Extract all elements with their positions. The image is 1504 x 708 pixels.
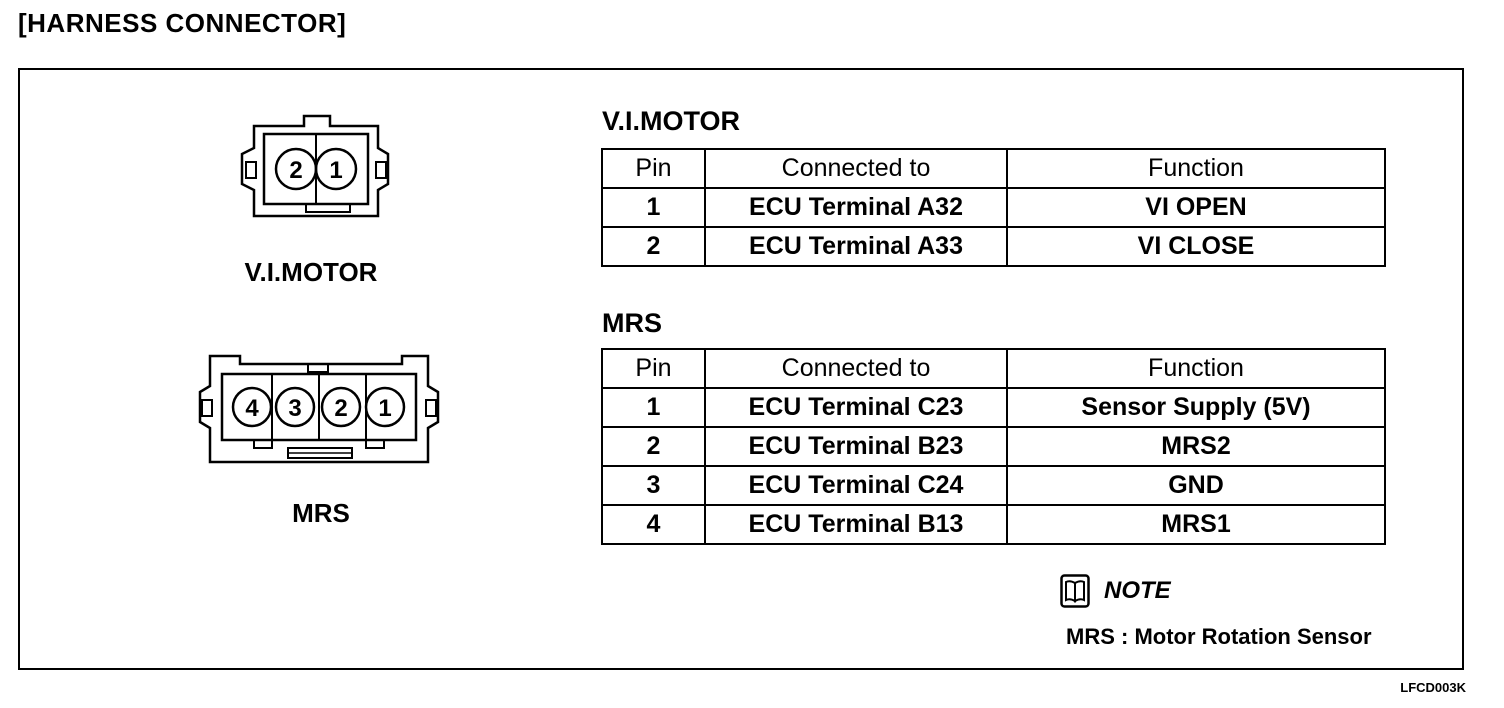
cell-function: GND [1006,465,1386,506]
cell-connected-to: ECU Terminal C23 [704,387,1008,428]
figure-code: LFCD003K [1400,680,1466,695]
mrs-pin-table: Pin Connected to Function 1 ECU Terminal… [601,348,1386,545]
mrs-pin-3-circle [274,386,316,428]
mrs-pin-2-label: 2 [334,395,347,422]
mrs-pin-4-circle [231,386,273,428]
mrs-pin-1-circle [364,386,406,428]
cell-pin: 1 [601,387,706,428]
table-row: 1 ECU Terminal A32 VI OPEN [601,187,1386,228]
vi-motor-connector-label: V.I.MOTOR [244,257,378,287]
diagram-frame [18,68,1464,670]
mrs-pin-4-label: 4 [245,395,259,422]
header-pin: Pin [601,148,706,189]
note-text: MRS : Motor Rotation Sensor [1066,624,1372,649]
mrs-connector-label: MRS [292,498,350,528]
cell-function: MRS1 [1006,504,1386,545]
cell-connected-to: ECU Terminal B13 [704,504,1008,545]
header-function: Function [1006,148,1386,189]
cell-function: MRS2 [1006,426,1386,467]
vi-pin-1-label: 1 [329,157,342,184]
cell-connected-to: ECU Terminal B23 [704,426,1008,467]
table-row: 1 ECU Terminal C23 Sensor Supply (5V) [601,387,1386,428]
mrs-pin-1-label: 1 [378,395,391,422]
table-header-row: Pin Connected to Function [601,348,1386,389]
mrs-connector: 4 3 2 1 [196,350,442,469]
cell-connected-to: ECU Terminal C24 [704,465,1008,506]
mrs-connector-svg: 4 3 2 1 [198,354,440,464]
cell-pin: 2 [601,426,706,467]
note-label: NOTE [1104,577,1171,604]
mrs-table-title: MRS [602,308,662,338]
cell-pin: 1 [601,187,706,228]
cell-connected-to: ECU Terminal A32 [704,187,1008,228]
table-row: 4 ECU Terminal B13 MRS1 [601,504,1386,545]
header-connected-to: Connected to [704,148,1008,189]
header-pin: Pin [601,348,706,389]
book-icon [1060,574,1090,608]
table-row: 3 ECU Terminal C24 GND [601,465,1386,506]
vi-motor-table-title: V.I.MOTOR [602,106,741,136]
vi-motor-pin-table: Pin Connected to Function 1 ECU Terminal… [601,148,1386,267]
cell-pin: 2 [601,226,706,267]
mrs-pin-3-label: 3 [288,395,301,422]
vi-motor-connector-svg: 2 1 [240,114,390,218]
table-row: 2 ECU Terminal B23 MRS2 [601,426,1386,467]
cell-function: Sensor Supply (5V) [1006,387,1386,428]
cell-pin: 3 [601,465,706,506]
cell-pin: 4 [601,504,706,545]
header-function: Function [1006,348,1386,389]
table-row: 2 ECU Terminal A33 VI CLOSE [601,226,1386,267]
cell-connected-to: ECU Terminal A33 [704,226,1008,267]
note: NOTE [1060,574,1171,608]
table-header-row: Pin Connected to Function [601,148,1386,189]
vi-pin-2-label: 2 [289,157,302,184]
vi-pin-1-circle [314,147,358,191]
cell-function: VI OPEN [1006,187,1386,228]
page-title: [HARNESS CONNECTOR] [18,8,347,38]
mrs-pin-2-circle [320,386,362,428]
header-connected-to: Connected to [704,348,1008,389]
vi-motor-connector: 2 1 [236,112,396,229]
cell-function: VI CLOSE [1006,226,1386,267]
